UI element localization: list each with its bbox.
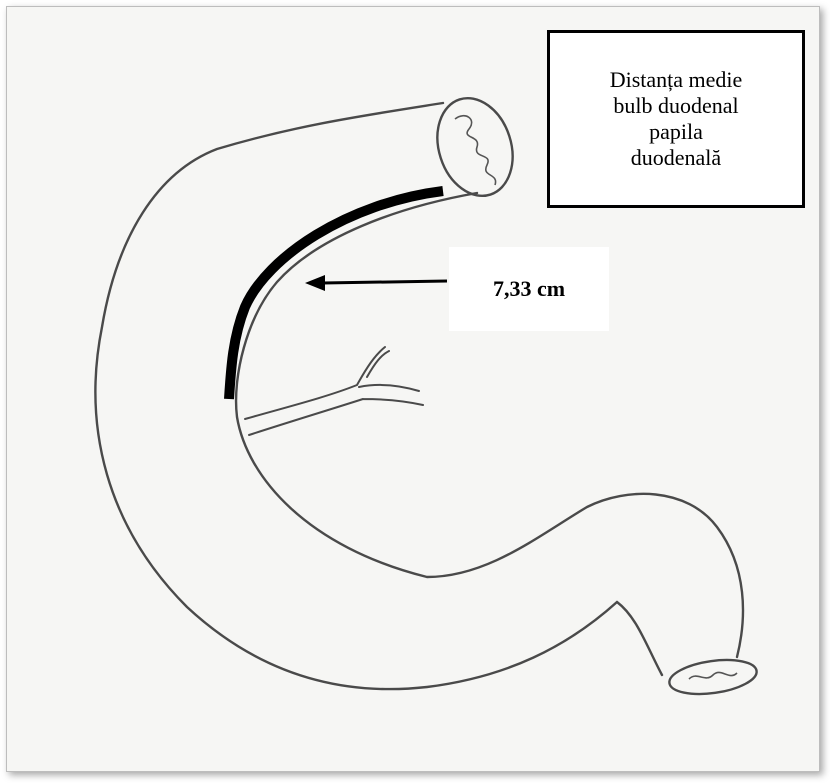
diagram-frame: 7,33 cm Distanța medie bulb duodenal pap… — [6, 6, 820, 772]
bulb-scribble — [455, 116, 496, 185]
distal-scribble — [689, 672, 737, 679]
measurement-arc — [229, 191, 443, 399]
measurement-value: 7,33 cm — [493, 276, 565, 302]
caption-text: Distanța medie bulb duodenal papila duod… — [610, 67, 743, 171]
bile-duct — [245, 347, 423, 435]
caption-box: Distanța medie bulb duodenal papila duod… — [547, 30, 805, 208]
measurement-label-box: 7,33 cm — [449, 247, 609, 331]
measurement-arrow-shaft — [323, 281, 447, 283]
distal-opening — [667, 655, 759, 699]
measurement-arrow-head — [305, 275, 325, 291]
